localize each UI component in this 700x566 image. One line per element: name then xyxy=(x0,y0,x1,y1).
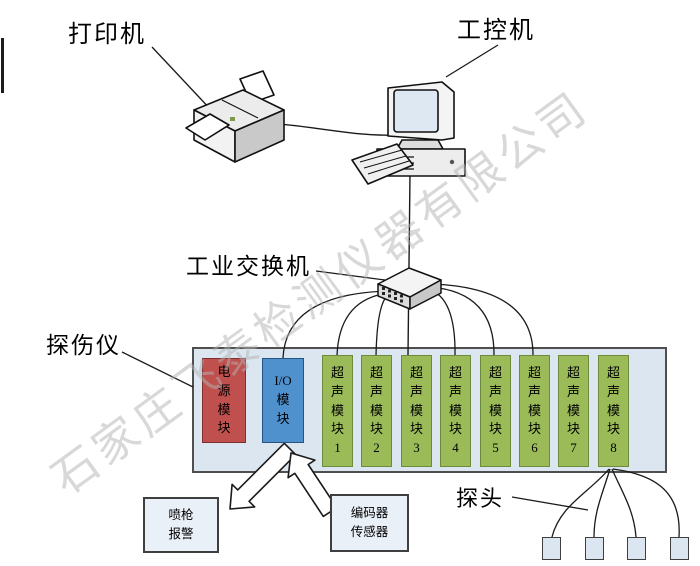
ultrasonic-module-8-label: 超 声 模 块 8 xyxy=(606,364,620,456)
probe-wire-3 xyxy=(611,468,637,538)
ipc-label: 工控机 xyxy=(457,18,535,44)
ultrasonic-module-1-label: 超 声 模 块 1 xyxy=(330,364,344,456)
probe-wire-2 xyxy=(593,468,611,538)
ultrasonic-module-5-label: 超 声 模 块 5 xyxy=(488,364,502,456)
probe-square-4 xyxy=(670,537,689,560)
probe-square-3 xyxy=(627,537,646,560)
detector-leader-line xyxy=(121,351,194,388)
encoder-sensor-label: 编码器 传感器 xyxy=(350,505,389,539)
printer-to-pc-cable xyxy=(237,122,397,136)
wire-to-module-6 xyxy=(431,283,534,357)
pc-to-switch-cable xyxy=(407,173,411,356)
wire-to-module-5 xyxy=(429,286,495,357)
probe-leader-line xyxy=(511,496,589,511)
printer-icon xyxy=(185,70,285,163)
switch-icon xyxy=(377,267,442,310)
ultrasonic-module-7: 超 声 模 块 7 xyxy=(558,355,589,467)
edge-artifact-mark xyxy=(1,38,4,93)
ultrasonic-module-8: 超 声 模 块 8 xyxy=(598,355,629,467)
probe-wire-4 xyxy=(612,468,680,538)
ultrasonic-module-5: 超 声 模 块 5 xyxy=(480,355,511,467)
ultrasonic-module-6: 超 声 模 块 6 xyxy=(519,355,550,467)
probe-square-1 xyxy=(542,537,561,560)
ultrasonic-module-7-label: 超 声 模 块 7 xyxy=(566,364,580,456)
computer-icon xyxy=(351,81,466,185)
probe-wire-1 xyxy=(551,468,610,538)
ultrasonic-module-2-label: 超 声 模 块 2 xyxy=(369,364,383,456)
ultrasonic-module-3: 超 声 模 块 3 xyxy=(401,355,432,467)
ultrasonic-module-4: 超 声 模 块 4 xyxy=(440,355,471,467)
probe-square-2 xyxy=(585,537,604,560)
power-module-label: 电 源 模 块 xyxy=(217,363,231,436)
detector-label: 探伤仪 xyxy=(46,333,121,358)
cables xyxy=(237,122,411,356)
encoder-sensor-box: 编码器 传感器 xyxy=(330,494,409,552)
ultrasonic-module-3-label: 超 声 模 块 3 xyxy=(409,364,423,456)
spray-alarm-box: 喷枪 报警 xyxy=(143,497,219,553)
switch-leader-line xyxy=(315,270,386,281)
io-module: I/O 模 块 xyxy=(262,358,304,443)
ipc-leader-line xyxy=(445,44,499,78)
spray-alarm-label: 喷枪 报警 xyxy=(168,507,194,541)
probe-wires xyxy=(551,468,680,538)
probe-label: 探头 xyxy=(456,486,505,511)
printer-label: 打印机 xyxy=(68,22,146,48)
switch-label: 工业交换机 xyxy=(186,254,311,279)
ultrasonic-module-4-label: 超 声 模 块 4 xyxy=(448,364,462,456)
power-module: 电 源 模 块 xyxy=(202,358,246,443)
ultrasonic-module-1: 超 声 模 块 1 xyxy=(322,355,353,467)
wire-to-module-4 xyxy=(427,288,456,357)
ultrasonic-module-2: 超 声 模 块 2 xyxy=(361,355,392,467)
io-module-label: I/O 模 块 xyxy=(274,373,292,426)
ultrasonic-module-6-label: 超 声 模 块 6 xyxy=(527,364,541,456)
printer-leader-line xyxy=(151,46,214,113)
switch-ports xyxy=(382,287,403,303)
